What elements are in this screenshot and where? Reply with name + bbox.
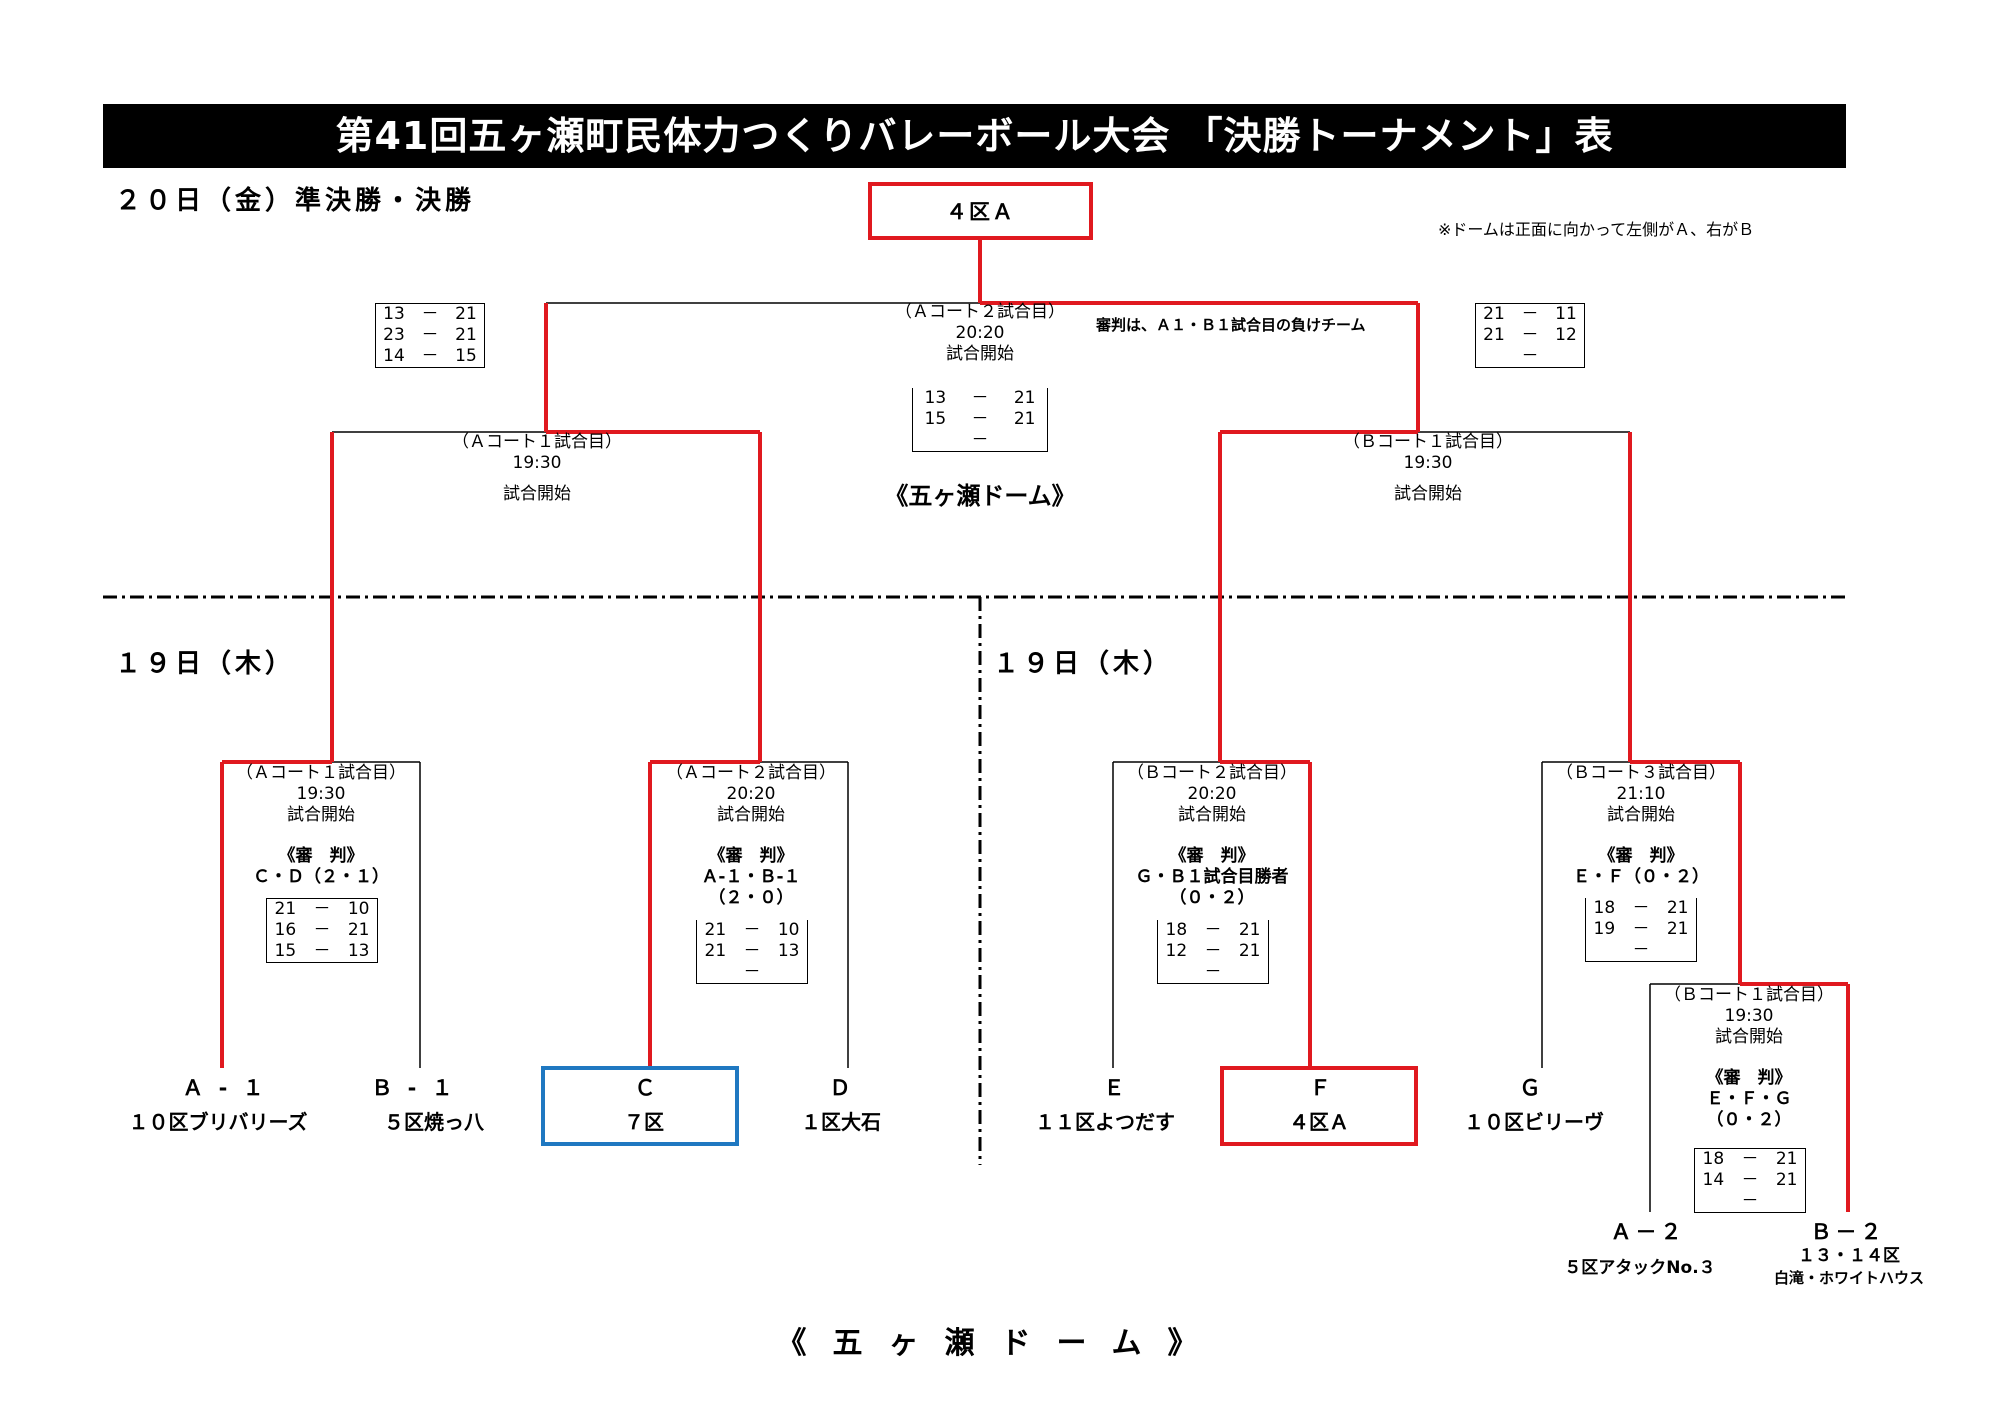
day19-right-header: １９日（木） [993,649,1174,679]
team-seed-c: Ｃ [634,1076,660,1100]
referee-note: 審判は、Ａ１・Ｂ１試合目の負けチーム [1096,316,1366,334]
team-name-c: ７区 [624,1110,664,1134]
final-score-table: 13－21 15－21 － [912,388,1048,452]
team-name-e: １１区よつだす [1035,1110,1175,1134]
team-f-highlight [1220,1066,1418,1146]
team-name-b2: １３・１４区 [1798,1246,1900,1266]
final-time: 20:20 [955,323,1005,343]
final-court: （Ａコート２試合目） [895,302,1065,322]
score-row: 15－21 [924,409,1036,429]
team-seed-a2: Ａ－２ [1610,1220,1686,1244]
semi-left-info: （Ａコート１試合目）19:30 試合開始 [452,432,622,504]
match1-score-table: 21－10 16－21 15－13 [266,898,378,963]
team-name-a1: １０区ブリバリーズ [128,1110,308,1134]
team-name-f: ４区Ａ [1289,1110,1349,1134]
match4-score-table: 18－21 19－21 － [1585,898,1697,962]
venue-top: 《五ヶ瀬ドーム》 [884,482,1076,510]
semi-right-score-table: 21－11 21－12 － [1475,303,1585,368]
team-name-g: １０区ビリーヴ [1464,1110,1604,1134]
team-seed-b2: Ｂ－２ [1810,1220,1886,1244]
semi-right-info: （Ｂコート１試合目）19:30 試合開始 [1343,432,1513,504]
venue-bottom: 《五ヶ瀬ドーム》 [776,1326,1224,1361]
team-c-highlight [541,1066,739,1146]
team-name-b1: ５区焼っ八 [384,1110,484,1134]
team-seed-f: Ｆ [1309,1076,1335,1100]
match2-score-table: 21－10 21－13 － [696,920,808,984]
final-info: （Ａコート２試合目） 20:20 試合開始 [895,302,1065,365]
team-name-b2-sub: 白滝・ホワイトハウス [1773,1269,1925,1287]
match5-score-table: 18－21 14－21 － [1694,1148,1806,1213]
team-seed-d: Ｄ [829,1076,855,1100]
day20-header: ２０日（金）準決勝・決勝 [115,186,476,216]
day19-left-header: １９日（木） [115,649,296,679]
team-seed-b1: Ｂ - １ [371,1076,457,1100]
score-row: － [971,430,989,450]
team-seed-e: Ｅ [1103,1076,1129,1100]
court-side-note: ※ドームは正面に向かって左側がＡ、右がＢ [1438,220,1755,239]
semi-left-score-table: 13－21 23－21 14－15 [375,303,485,368]
team-seed-g: Ｇ [1519,1076,1545,1100]
page-title: 第41回五ヶ瀬町民体力つくりバレーボール大会 「決勝トーナメント」表 [103,104,1846,168]
match3-score-table: 18－21 12－21 － [1157,920,1269,984]
team-name-d: １区大石 [801,1110,881,1134]
team-name-a2: ５区アタックNo.３ [1564,1258,1716,1278]
team-seed-a1: Ａ - １ [182,1076,268,1100]
final-start: 試合開始 [946,344,1014,364]
score-row: 13－21 [924,388,1036,408]
champion-box: ４区Ａ [868,182,1093,240]
champion-name: ４区Ａ [946,200,1015,224]
